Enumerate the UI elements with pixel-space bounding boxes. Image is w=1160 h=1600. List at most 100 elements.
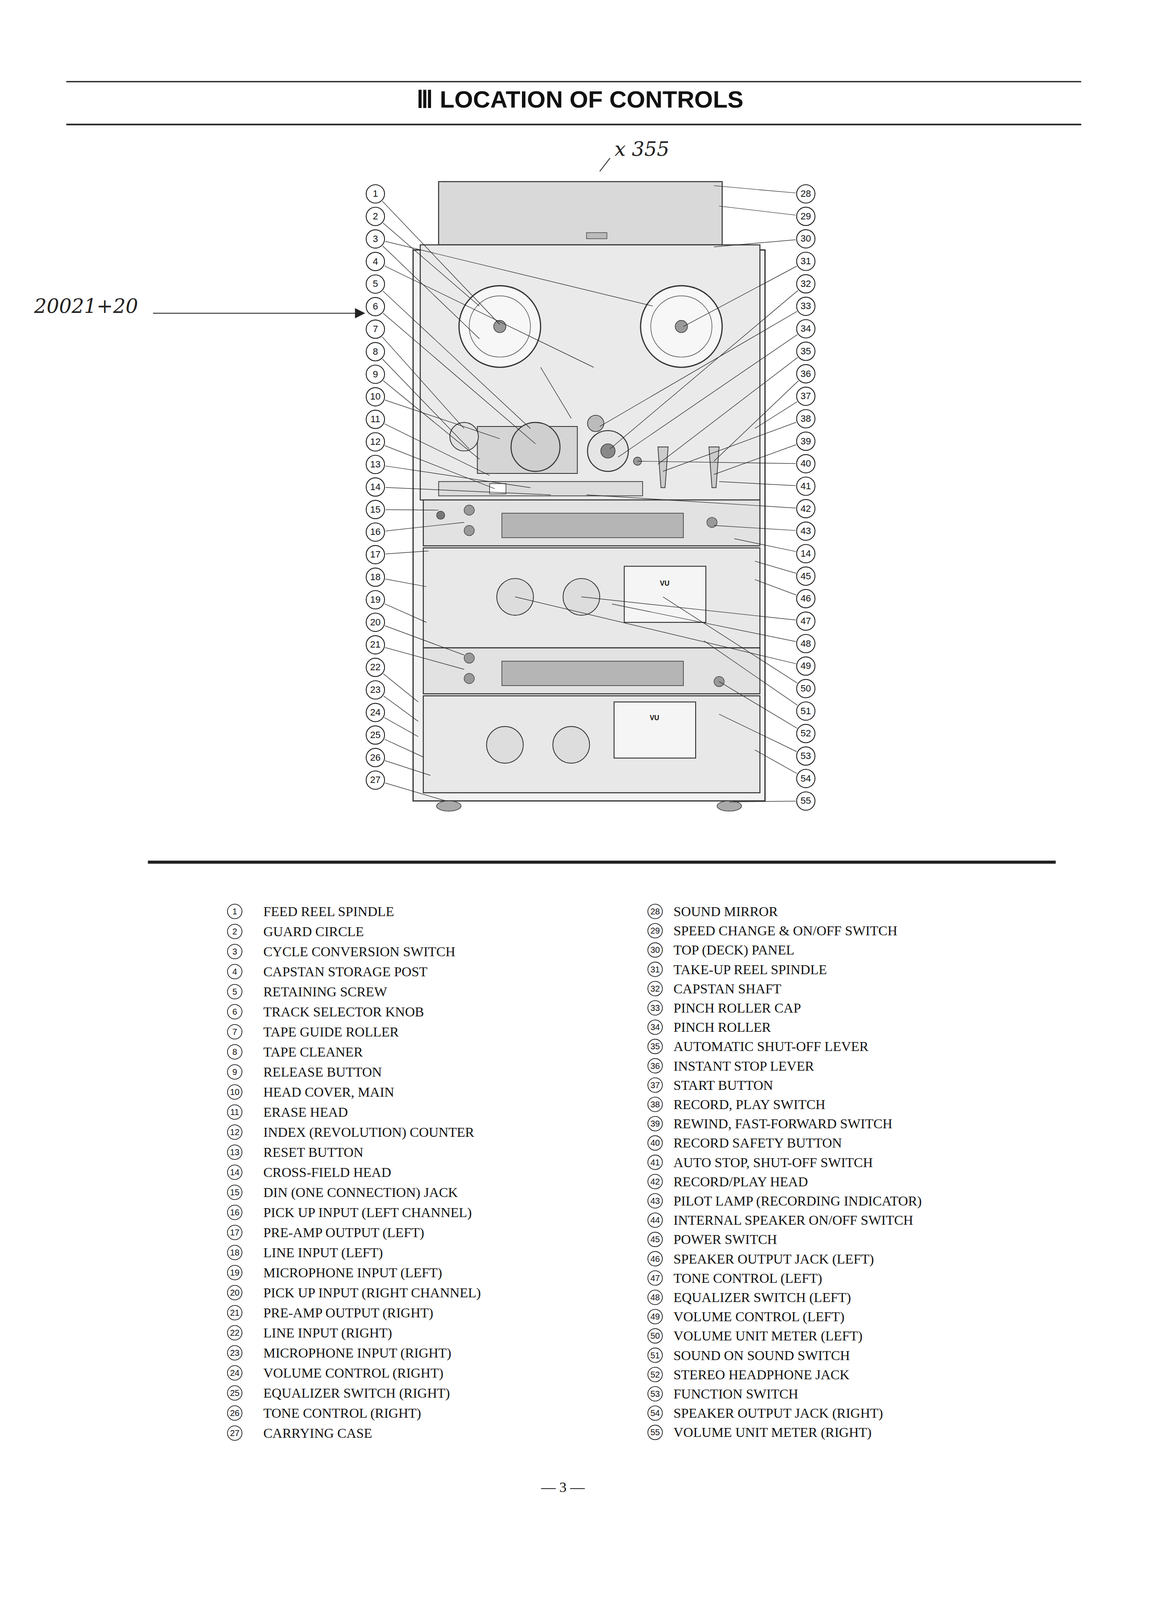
callout-circle (796, 769, 816, 788)
list-number: 46 (647, 1250, 663, 1268)
part-name: TONE CONTROL (RIGHT) (263, 1404, 422, 1422)
arrow-head (355, 308, 366, 319)
part-name: INDEX (REVOLUTION) COUNTER (263, 1123, 475, 1141)
list-number: 23 (227, 1343, 243, 1362)
callout-number: 49 (796, 656, 816, 676)
callout-circles (366, 184, 816, 811)
callout-circle (366, 590, 385, 609)
panel-shape (420, 244, 761, 501)
list-number: 41 (647, 1153, 663, 1171)
leader-line (383, 380, 480, 460)
list-number: 18 (227, 1243, 243, 1261)
round-part (600, 443, 615, 458)
list-number: 52 (647, 1365, 663, 1383)
callout-number: 23 (366, 680, 385, 700)
panel-shape (501, 661, 684, 686)
part-name: SPEAKER OUTPUT JACK (RIGHT) (673, 1404, 884, 1422)
list-number: 21 (227, 1303, 243, 1321)
callout-number: 13 (366, 454, 385, 474)
part-name: INTERNAL SPEAKER ON/OFF SWITCH (673, 1211, 914, 1229)
callout-circle (796, 634, 816, 653)
list-number: 33 (647, 999, 663, 1017)
part-name: TAPE GUIDE ROLLER (263, 1023, 399, 1041)
callout-number: 24 (366, 702, 385, 722)
callout-number: 27 (366, 770, 385, 790)
round-part (587, 415, 604, 432)
callout-circle (796, 589, 816, 608)
round-part (436, 510, 445, 519)
callout-circle (366, 342, 385, 361)
callout-number: 53 (796, 746, 816, 766)
leader-line (385, 509, 439, 511)
part-name: PRE-AMP OUTPUT (RIGHT) (263, 1303, 434, 1321)
round-part (650, 295, 712, 357)
leader-line (383, 223, 480, 307)
panel-shape (624, 565, 706, 622)
leader-line (609, 290, 799, 449)
callout-number: 31 (796, 251, 816, 271)
callout-number: 46 (796, 588, 816, 608)
list-number: 7 (227, 1023, 243, 1041)
callout-circle (796, 566, 816, 586)
part-name: STEREO HEADPHONE JACK (673, 1365, 850, 1383)
leader-line (385, 465, 531, 488)
leader-line (384, 399, 500, 439)
callout-number: 55 (796, 791, 816, 811)
leader-line (754, 561, 797, 574)
list-number: 15 (227, 1183, 243, 1201)
leader-line (382, 245, 480, 339)
leader-line (515, 596, 796, 664)
rule-line (148, 860, 1056, 864)
callout-number: 40 (796, 454, 816, 473)
callout-circle (366, 454, 385, 474)
callout-circle (796, 791, 816, 811)
callout-number: 33 (796, 296, 816, 316)
callout-circle (796, 341, 816, 361)
list-number: 19 (227, 1263, 243, 1281)
rule-line (66, 81, 1082, 83)
callout-number: 54 (796, 769, 816, 788)
leader-line (586, 494, 796, 508)
callout-circle (796, 184, 816, 204)
callout-number: 42 (796, 499, 816, 519)
leader-line (384, 717, 419, 737)
callout-number: 39 (796, 431, 816, 451)
panel-shape (586, 232, 607, 239)
callout-circle (796, 611, 816, 630)
leader-line (384, 445, 495, 489)
list-number: 3 (227, 942, 243, 960)
part-name: AUTO STOP, SHUT-OFF SWITCH (673, 1153, 873, 1171)
list-number: 25 (227, 1384, 243, 1402)
callout-number: 2 (366, 206, 385, 226)
callout-number: 41 (796, 476, 816, 496)
panel-shape (423, 647, 761, 694)
part-name: REWIND, FAST-FORWARD SWITCH (673, 1114, 893, 1132)
leader-line (382, 291, 531, 429)
callout-number: 28 (796, 184, 816, 204)
part-name: INSTANT STOP LEVER (673, 1057, 814, 1075)
part-name: GUARD CIRCLE (263, 922, 365, 940)
callout-number: 14 (796, 544, 816, 563)
part-name: MICROPHONE INPUT (RIGHT) (263, 1343, 452, 1362)
callout-circle (796, 521, 816, 541)
callout-circle (796, 297, 816, 316)
list-number: 8 (227, 1043, 243, 1061)
part-name: FEED REEL SPINDLE (263, 902, 394, 920)
leader-line (663, 596, 798, 683)
part-name: RESET BUTTON (263, 1143, 364, 1161)
callout-circle (366, 500, 385, 519)
callout-circle (366, 522, 385, 542)
list-number: 22 (227, 1323, 243, 1341)
list-number: 40 (647, 1133, 663, 1152)
round-part (675, 320, 688, 333)
callout-number: 38 (796, 409, 816, 429)
callout-circle (796, 656, 816, 676)
callout-number: 43 (796, 521, 816, 541)
list-number: 50 (647, 1326, 663, 1344)
list-number: 6 (227, 1002, 243, 1021)
leader-line (383, 313, 536, 444)
lever-shape (708, 446, 720, 488)
rule-line (153, 312, 360, 314)
callout-number: 22 (366, 657, 385, 677)
foot-shape (436, 800, 461, 811)
